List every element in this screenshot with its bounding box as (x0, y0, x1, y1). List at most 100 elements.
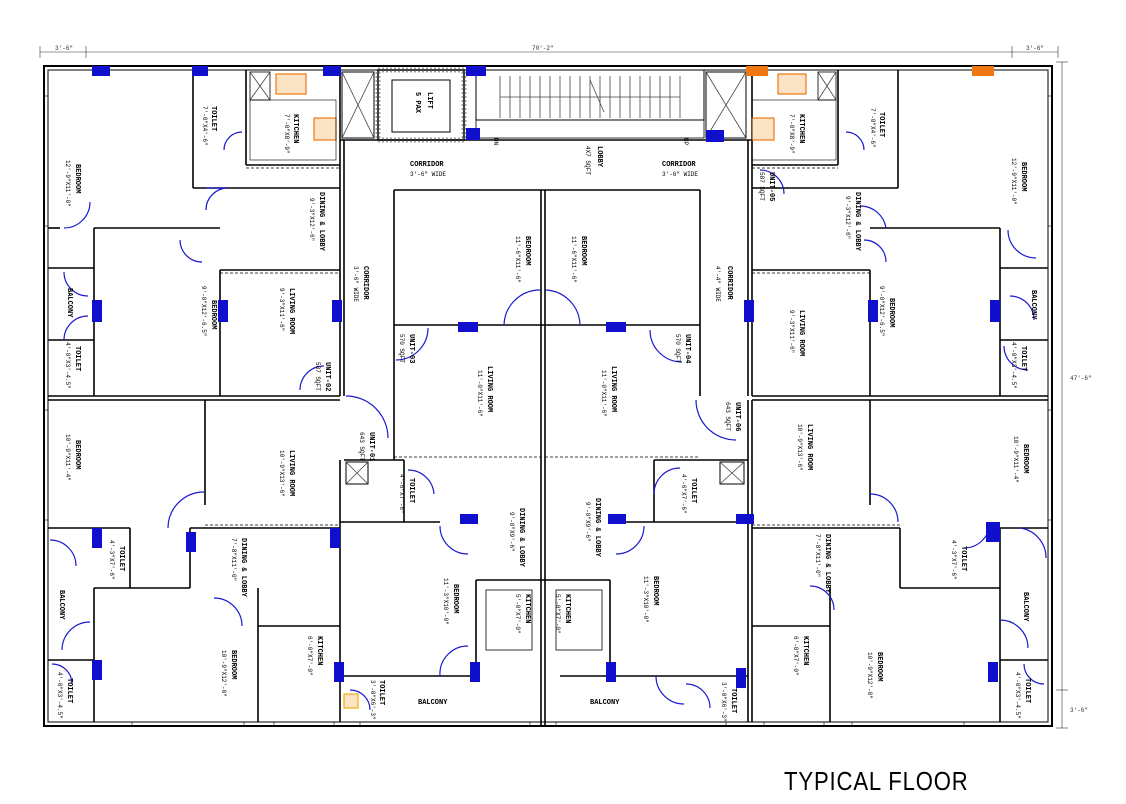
lift-pax-label: 5 PAX (413, 92, 421, 114)
unit-04-label: UNIT-04 (683, 334, 691, 363)
room-toilet-dim: 4'-3"X7'-6" (108, 540, 115, 580)
room-dining-dim: 9'-0"X9'-6" (508, 512, 515, 552)
room-living: LIVING ROOM (609, 366, 617, 412)
room-living: LIVING ROOM (287, 288, 295, 334)
room-kitchen-dim: 5'-0"X7'-0" (514, 594, 521, 634)
dim-top-mid: 70'-2" (532, 45, 554, 52)
room-bedroom: BEDROOM (73, 440, 81, 469)
unit-01-label: UNIT-01 (367, 432, 375, 461)
room-dining: DINING & LOBBY (853, 192, 861, 252)
room-dining: DINING & LOBBY (317, 192, 325, 252)
room-dining: DINING & LOBBY (239, 538, 247, 598)
door-swings (49, 131, 1047, 711)
unit-01-area: 643 SQFT (358, 432, 365, 461)
corridor-vl-label: CORRIDOR (361, 266, 369, 300)
room-bedroom-dim: 12'-9"X11'-0" (64, 160, 71, 207)
drawing-title: TYPICAL FLOOR (784, 766, 969, 796)
room-dining-dim: 9'-3"X12'-6" (844, 196, 851, 239)
room-bedroom: BEDROOM (523, 236, 531, 265)
corridor-vr-width: 4'-4" WIDE (714, 266, 721, 302)
core-labels: LIFT 5 PAX LOBBY 4X7 SQFT DN UP CORRIDOR… (352, 92, 733, 302)
room-kitchen-dim: 7'-0"X8'-9" (788, 114, 795, 154)
room-bedroom-dim: 10'-9"X11'-4" (1012, 436, 1019, 483)
room-dining: DINING & LOBBY (593, 498, 601, 558)
room-bedroom: BEDROOM (451, 584, 459, 613)
room-kitchen: KITCHEN (291, 114, 299, 143)
room-kitchen-dim: 6'-0"X7'-0" (792, 636, 799, 676)
room-bedroom-dim: 10'-9"X12'-0" (866, 652, 873, 699)
corridor-left-label: CORRIDOR (410, 161, 444, 169)
room-living-dim: 11'-0"X11'-6" (476, 370, 483, 417)
stair-up-label: UP (682, 138, 689, 146)
room-dining: DINING & LOBBY (517, 508, 525, 568)
unit-05-label: UNIT-05 (767, 172, 775, 201)
lobby-label: LOBBY (595, 146, 603, 168)
room-toilet: TOILET (117, 546, 125, 571)
room-dining-dim: 7'-8"X11'-0" (230, 538, 237, 581)
room-living: LIVING ROOM (287, 450, 295, 496)
room-toilet: TOILET (729, 688, 737, 713)
room-bedroom-dim: 9'-0"X12'-6.5" (200, 286, 207, 336)
room-bedroom-dim: 10'-9"X12'-0" (220, 650, 227, 697)
room-toilet-dim: 4'-6"X7'-6" (680, 474, 687, 514)
room-toilet-dim: 7'-0"X4'-6" (869, 108, 876, 148)
room-bedroom: BEDROOM (875, 652, 883, 681)
room-bedroom: BEDROOM (229, 650, 237, 679)
room-bedroom: BEDROOM (73, 164, 81, 193)
room-dining-dim: 7'-8"X11'-0" (814, 534, 821, 577)
room-bedroom-dim: 11'-3"X10'-0" (642, 576, 649, 623)
room-toilet-dim: 4'-0"X3'-4.5" (56, 672, 63, 719)
room-toilet: TOILET (65, 678, 73, 703)
room-toilet: TOILET (209, 106, 217, 131)
room-toilet: TOILET (407, 478, 415, 503)
room-living: LIVING ROOM (485, 366, 493, 412)
room-living: LIVING ROOM (797, 310, 805, 356)
room-bedroom: BEDROOM (887, 298, 895, 327)
room-kitchen-dim: 6'-0"X7'-0" (306, 636, 313, 676)
unit-06-area: 643 SQFT (724, 402, 731, 431)
room-toilet: TOILET (1019, 346, 1027, 371)
room-dining: DINING & LOBBY (823, 534, 831, 594)
windows (92, 66, 1000, 688)
interior-walls (48, 70, 1048, 726)
unit-02-area: 587 SQFT (314, 362, 321, 391)
dashed-openings (205, 167, 900, 526)
room-toilet-dim: 4'-3"X7'-6" (950, 540, 957, 580)
unit-06-label: UNIT-06 (733, 402, 741, 431)
corridor-vr-label: CORRIDOR (725, 266, 733, 300)
room-bedroom-dim: 10'-9"X11'-4" (64, 434, 71, 481)
room-bedroom: BEDROOM (209, 300, 217, 329)
room-balcony: BALCONY (1021, 592, 1029, 622)
room-bedroom-dim: 12'-9"X11'-0" (1010, 158, 1017, 205)
room-dining-dim: 9'-3"X12'-6" (308, 198, 315, 241)
room-bedroom: BEDROOM (651, 576, 659, 605)
room-bedroom: BEDROOM (1021, 444, 1029, 473)
corridor-right-label: CORRIDOR (662, 161, 696, 169)
lift-stair-core (341, 67, 747, 143)
room-living-dim: 11'-0"X11'-6" (600, 370, 607, 417)
room-balcony: BALCONY (1029, 290, 1037, 320)
room-toilet-dim: 3'-0"X6'-3" (720, 682, 727, 722)
room-bedroom-dim: 9'-0"X12'-6.5" (878, 286, 885, 336)
room-kitchen: KITCHEN (563, 594, 571, 623)
dim-top-left: 3'-6" (55, 45, 73, 52)
room-bedroom-dim: 11'-6"X11'-6" (570, 236, 577, 283)
room-toilet-dim: 3'-0"X6'-3" (369, 680, 376, 720)
unit-03-area: 570 SQFT (398, 334, 405, 363)
dim-right-mid: 47'-6" (1070, 375, 1092, 382)
room-toilet-dim: 7'-0"X4'-6" (201, 106, 208, 146)
room-toilet: TOILET (377, 680, 385, 705)
stair-dn-label: DN (492, 138, 499, 146)
room-balcony: BALCONY (57, 590, 65, 620)
room-toilet-dim: 4'-0"X3'-4.5" (1014, 672, 1021, 719)
room-toilet: TOILET (1023, 678, 1031, 703)
dim-right-bottom: 3'-6" (1070, 707, 1088, 714)
unit-03-label: UNIT-03 (407, 334, 415, 363)
room-dining-dim: 9'-0"X9'-6" (584, 502, 591, 542)
room-toilet: TOILET (877, 112, 885, 137)
room-living: LIVING ROOM (805, 424, 813, 470)
room-kitchen-dim: 7'-0"X8'-9" (283, 114, 290, 154)
room-kitchen: KITCHEN (797, 114, 805, 143)
room-bedroom-dim: 11'-3"X10'-0" (442, 578, 449, 625)
